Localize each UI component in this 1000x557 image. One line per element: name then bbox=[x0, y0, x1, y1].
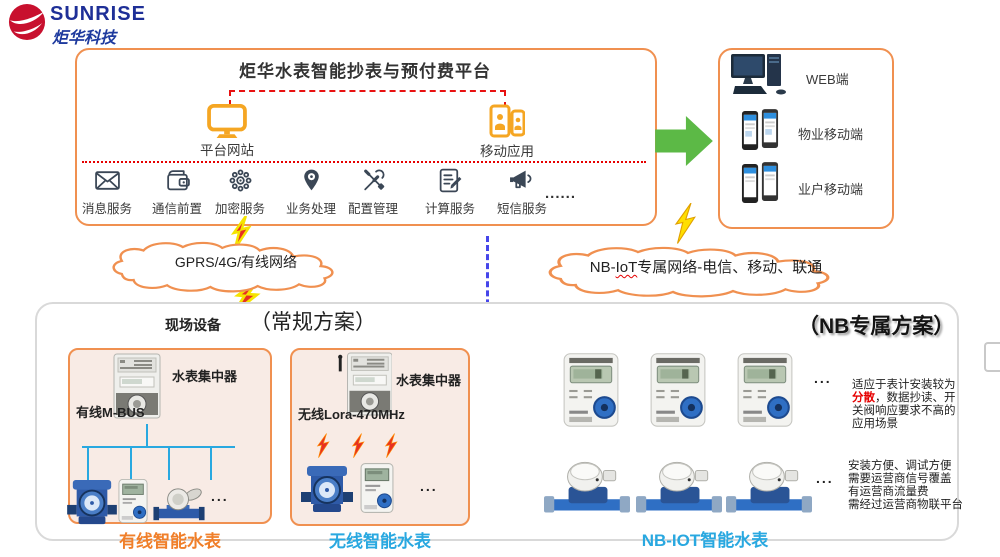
nb-iot-meter-image bbox=[726, 460, 812, 520]
note-text: 需经过运营商物联平台 bbox=[848, 499, 963, 511]
website-label: 平台网站 bbox=[200, 143, 254, 158]
clipped-edge-box bbox=[984, 342, 1000, 372]
field-devices-label: 现场设备 bbox=[165, 317, 221, 333]
nb-note-installation: 安装方便、调试方便 需要运营商信号覆盖 有运营商流量费 需经过运营商物联平台 bbox=[848, 460, 998, 512]
connector-line bbox=[229, 90, 506, 92]
arrow-right-icon bbox=[655, 116, 713, 166]
nb-cloud-text: NB- bbox=[589, 259, 616, 276]
mobile-apps-icon bbox=[489, 104, 525, 138]
note-text: 应用场景 bbox=[852, 418, 898, 430]
lightning-icon bbox=[382, 430, 400, 462]
bus-line bbox=[210, 448, 212, 480]
mobile-label: 移动应用 bbox=[480, 144, 534, 159]
household-client-label: 业户移动端 bbox=[798, 182, 864, 197]
nb-cloud-label: NB-IoT专属网络-电信、移动、联通 bbox=[551, 256, 861, 277]
service-item-encrypt: 加密服务 bbox=[204, 167, 276, 217]
location-pin-icon bbox=[303, 169, 319, 191]
connector-line bbox=[504, 90, 506, 108]
connector-line bbox=[229, 90, 231, 106]
meter-reader-image bbox=[118, 478, 148, 524]
service-label: 计算服务 bbox=[424, 202, 475, 216]
nb-meter-image bbox=[735, 352, 795, 430]
web-client-label: WEB端 bbox=[806, 72, 849, 87]
monitor-icon bbox=[207, 104, 247, 138]
bus-line bbox=[87, 448, 89, 480]
service-item-compute: 计算服务 bbox=[414, 167, 486, 217]
nb-iot-meter-image bbox=[636, 460, 722, 520]
envelope-icon bbox=[94, 171, 120, 190]
note-text: ，数据抄读、开 bbox=[875, 392, 956, 404]
nb-scheme-title: （NB专属方案） bbox=[798, 315, 955, 338]
note-text-red: 分散 bbox=[852, 392, 875, 404]
wireless-caption: 无线智能水表 bbox=[329, 532, 431, 551]
wired-ellipsis: ... bbox=[211, 488, 229, 504]
property-client-label: 物业移动端 bbox=[798, 127, 864, 142]
nb-meter-image bbox=[561, 352, 621, 430]
nb-bottom-ellipsis: ... bbox=[816, 470, 834, 486]
nb-note-suitability: 适应于表计安装较为 分散，数据抄读、开 关阀响应要求不高的 应用场景 bbox=[852, 379, 962, 431]
service-label: 消息服务 bbox=[81, 202, 132, 216]
wired-concentrator-label: 水表集中器 bbox=[172, 369, 238, 384]
note-text: 关阀响应要求不高的 bbox=[852, 405, 956, 417]
wireless-concentrator-label: 水表集中器 bbox=[396, 373, 462, 388]
lightning-icon bbox=[349, 430, 367, 462]
service-item-business: 业务处理 bbox=[275, 167, 347, 217]
logo-brand-text: SUNRISE bbox=[50, 3, 146, 25]
wired-caption: 有线智能水表 bbox=[119, 532, 221, 551]
service-item-sms: 短信服务 bbox=[486, 167, 558, 217]
wallet-icon bbox=[166, 170, 190, 191]
encryption-icon bbox=[229, 169, 251, 192]
note-text: 需要运营商信号覆盖 bbox=[848, 473, 952, 485]
service-label: 加密服务 bbox=[214, 202, 265, 216]
nb-top-ellipsis: ... bbox=[814, 370, 832, 386]
bus-line bbox=[130, 448, 132, 480]
megaphone-icon bbox=[509, 170, 531, 189]
bus-line bbox=[82, 446, 235, 448]
service-item-comm: 通信前置 bbox=[141, 167, 213, 217]
meter-reader-image bbox=[360, 462, 394, 514]
water-meter-image bbox=[300, 466, 354, 514]
service-item-message: 消息服务 bbox=[71, 167, 143, 217]
service-label: 业务处理 bbox=[285, 202, 336, 216]
note-text: 适应于表计安装较为 bbox=[852, 379, 956, 391]
wireless-concentrator-image bbox=[338, 352, 392, 416]
note-text: 有运营商流量费 bbox=[848, 486, 929, 498]
service-label: 通信前置 bbox=[151, 202, 202, 216]
nb-caption: NB-IOT智能水表 bbox=[641, 531, 769, 550]
wireless-ellipsis: ... bbox=[420, 478, 438, 494]
lightning-icon bbox=[670, 202, 700, 246]
wired-bus-label: 有线M-BUS bbox=[76, 405, 145, 420]
property-phones-image bbox=[741, 109, 779, 150]
service-item-config: 配置管理 bbox=[337, 167, 409, 217]
bus-line bbox=[168, 448, 170, 480]
platform-title: 炬华水表智能抄表与预付费平台 bbox=[239, 62, 491, 81]
nb-iot-meter-image bbox=[544, 460, 630, 520]
document-icon bbox=[439, 168, 461, 193]
nb-cloud-text-wavy: IoT bbox=[615, 259, 638, 276]
desktop-computer-image bbox=[731, 54, 786, 95]
tools-icon bbox=[363, 169, 384, 191]
lightning-icon bbox=[314, 430, 332, 462]
note-text: 安装方便、调试方便 bbox=[848, 460, 952, 472]
service-label: 配置管理 bbox=[347, 202, 398, 216]
bus-line bbox=[146, 424, 148, 448]
nb-meter-image bbox=[648, 352, 708, 430]
logo-company-text: 炬华科技 bbox=[52, 30, 117, 47]
gprs-cloud-label: GPRS/4G/有线网络 bbox=[174, 254, 298, 270]
water-meter-image bbox=[152, 486, 206, 524]
services-ellipsis: ...... bbox=[545, 185, 577, 202]
wireless-bus-label: 无线Lora-470MHz bbox=[298, 407, 405, 422]
household-phones-image bbox=[741, 162, 779, 203]
nb-cloud-text: 专属网络-电信、移动、联通 bbox=[637, 259, 823, 276]
sunrise-logo-icon bbox=[8, 3, 46, 41]
regular-scheme-title: （常规方案） bbox=[250, 311, 376, 334]
service-label: 短信服务 bbox=[496, 202, 547, 216]
water-meter-image bbox=[66, 480, 118, 526]
separator-line bbox=[82, 161, 646, 163]
